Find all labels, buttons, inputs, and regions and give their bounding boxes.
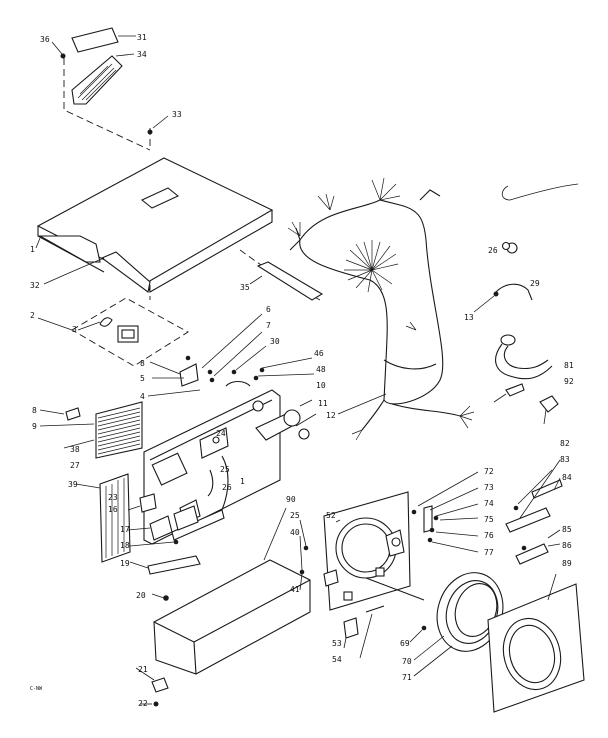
switch-parts [147, 313, 315, 397]
callout-22: 22 [138, 699, 148, 708]
callout-41: 41 [290, 585, 300, 594]
callout-9: 9 [32, 422, 37, 431]
callout-13: 13 [464, 313, 474, 322]
grommet-26 [501, 241, 518, 254]
callout-31: 31 [137, 33, 147, 42]
callout-5: 5 [140, 374, 145, 383]
top-cover [36, 157, 274, 293]
callout-19: 19 [120, 559, 130, 568]
callout-90: 90 [286, 495, 296, 504]
callout-7: 7 [266, 321, 271, 330]
callout-8: 8 [140, 359, 145, 368]
callout-25b: 25 [290, 511, 300, 520]
callout-81: 81 [564, 361, 574, 370]
callout-20: 20 [136, 591, 146, 600]
callout-33: 33 [172, 110, 182, 119]
callout-4: 4 [140, 392, 145, 401]
footer-code: C-NW [30, 686, 43, 692]
hinge-82-86 [505, 459, 563, 565]
control-bracket [37, 297, 189, 367]
callout-52: 52 [326, 511, 336, 520]
callout-83: 83 [560, 455, 570, 464]
callout-84: 84 [562, 473, 572, 482]
callout-69: 69 [400, 639, 410, 648]
callout-1b: 1 [240, 477, 245, 486]
loose-wire [501, 183, 579, 201]
door-seal-70-71 [365, 572, 504, 677]
callout-24: 24 [216, 429, 226, 438]
callout-74: 74 [484, 499, 494, 508]
callout-6: 6 [266, 305, 271, 314]
callout-46: 46 [314, 349, 324, 358]
callout-3: 3 [72, 325, 77, 334]
callout-36: 36 [40, 35, 50, 44]
callout-21: 21 [138, 665, 148, 674]
callout-54: 54 [332, 655, 342, 664]
callout-72: 72 [484, 467, 494, 476]
callout-38: 38 [70, 445, 80, 454]
plug-92 [539, 395, 559, 425]
front-panel-89 [487, 573, 585, 713]
callout-77: 77 [484, 548, 494, 557]
callout-29: 29 [530, 279, 540, 288]
callout-39: 39 [68, 480, 78, 489]
callout-75: 75 [484, 515, 494, 524]
callout-10: 10 [316, 381, 326, 390]
callout-27: 27 [70, 461, 80, 470]
callout-11: 11 [318, 399, 328, 408]
callout-23: 23 [108, 493, 118, 502]
callout-73: 73 [484, 483, 494, 492]
callout-48: 48 [316, 365, 326, 374]
lower-left-parts [127, 493, 201, 601]
callout-71: 71 [402, 673, 412, 682]
callout-30: 30 [270, 337, 280, 346]
rail-35 [249, 261, 324, 301]
callout-17: 17 [120, 525, 130, 534]
toe-panel-90 [153, 507, 311, 675]
callout-26b: 26 [222, 483, 232, 492]
callout-2: 2 [30, 311, 35, 320]
front-bulkhead-52 [299, 491, 411, 611]
top-cap-assembly [51, 27, 136, 105]
callout-40: 40 [290, 528, 300, 537]
feet-21-22 [135, 667, 169, 707]
callout-89: 89 [562, 559, 572, 568]
callout-12: 12 [326, 411, 336, 420]
callout-53: 53 [332, 639, 342, 648]
screws-72-77 [411, 471, 479, 553]
callout-82: 82 [560, 439, 570, 448]
wiring-harness [287, 177, 475, 441]
callout-85: 85 [562, 525, 572, 534]
callout-86: 86 [562, 541, 572, 550]
callout-76: 76 [484, 531, 494, 540]
callout-16: 16 [108, 505, 118, 514]
side-panel-39 [75, 473, 131, 563]
clamp-29 [473, 283, 533, 313]
callout-18: 18 [120, 541, 130, 550]
grille-38 [39, 401, 143, 459]
callout-32: 32 [30, 281, 40, 290]
screw-33 [147, 115, 169, 135]
power-cord-81 [493, 334, 553, 403]
callout-1: 1 [30, 245, 35, 254]
callout-8b: 8 [32, 406, 37, 415]
latch-53-54 [343, 605, 385, 659]
callout-92: 92 [564, 377, 574, 386]
callout-26: 26 [488, 246, 498, 255]
callout-25: 25 [220, 465, 230, 474]
callout-35: 35 [240, 283, 250, 292]
callout-70: 70 [402, 657, 412, 666]
timer-switch [255, 409, 310, 441]
callout-34: 34 [137, 50, 147, 59]
callout-labels: 31 36 34 33 1 32 35 26 29 13 2 3 6 7 30 … [30, 33, 574, 708]
